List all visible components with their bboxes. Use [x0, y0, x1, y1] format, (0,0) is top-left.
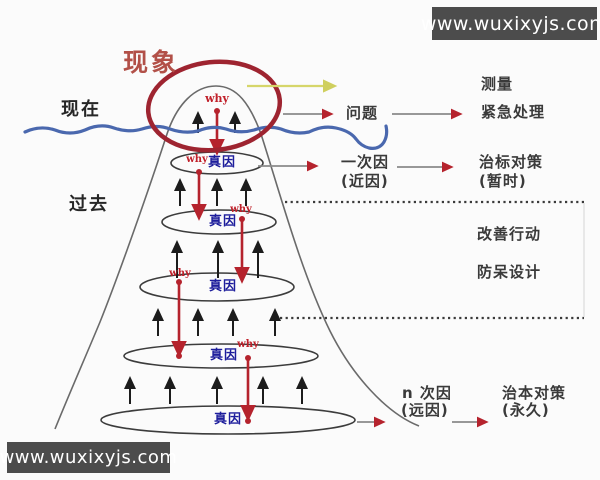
why-label-2: why: [230, 204, 252, 215]
now-label: 现在: [61, 99, 101, 120]
n-cause-label: n 次因: [402, 384, 452, 402]
past-label: 过去: [69, 194, 109, 215]
foolproof-label: 防呆设计: [477, 263, 542, 281]
highlight-circle: [145, 59, 283, 153]
why-label-3: why: [169, 268, 191, 279]
root-cure-label: 治本对策: [502, 384, 567, 402]
first-cause-label: 一次因: [341, 153, 390, 171]
water-line: [23, 124, 389, 150]
emergency-label: 紧急处理: [481, 103, 546, 121]
why-label-4: why: [237, 339, 259, 350]
watermark-top: www.wuxixyjs.com: [421, 7, 600, 40]
root-cure-note: (永久): [502, 401, 550, 419]
true-cause-label-2: 真因: [208, 214, 238, 229]
cause-ellipse-2: [161, 209, 277, 235]
why-arrow-dots: [176, 108, 251, 424]
improvement-label: 改善行动: [477, 225, 542, 243]
symptomatic-note: (暂时): [479, 172, 527, 190]
true-cause-label-5: 真因: [213, 412, 243, 427]
symptomatic-label: 治标对策: [479, 153, 544, 171]
true-cause-label-1: 真因: [207, 155, 237, 170]
peak-why-label: why: [205, 92, 229, 105]
problem-label: 问题: [345, 104, 379, 122]
mountain-outline: [54, 85, 420, 430]
why-arrows: [171, 111, 256, 422]
true-cause-label-3: 真因: [208, 279, 238, 294]
true-cause-label-4: 真因: [209, 348, 239, 363]
phenomenon-label: 现象: [122, 48, 180, 77]
watermark-bottom: www.wuxixyjs.com: [0, 442, 177, 473]
cause-ellipse-5: [100, 405, 356, 435]
why-label-1: why: [186, 154, 208, 165]
cause-ellipse-4: [123, 343, 319, 369]
guide-arrows: [258, 108, 489, 428]
n-cause-note: (远因): [401, 401, 449, 419]
first-cause-note: (近因): [341, 172, 389, 190]
up-arrow-icons: [124, 111, 308, 404]
measure-label: 测量: [481, 75, 514, 93]
